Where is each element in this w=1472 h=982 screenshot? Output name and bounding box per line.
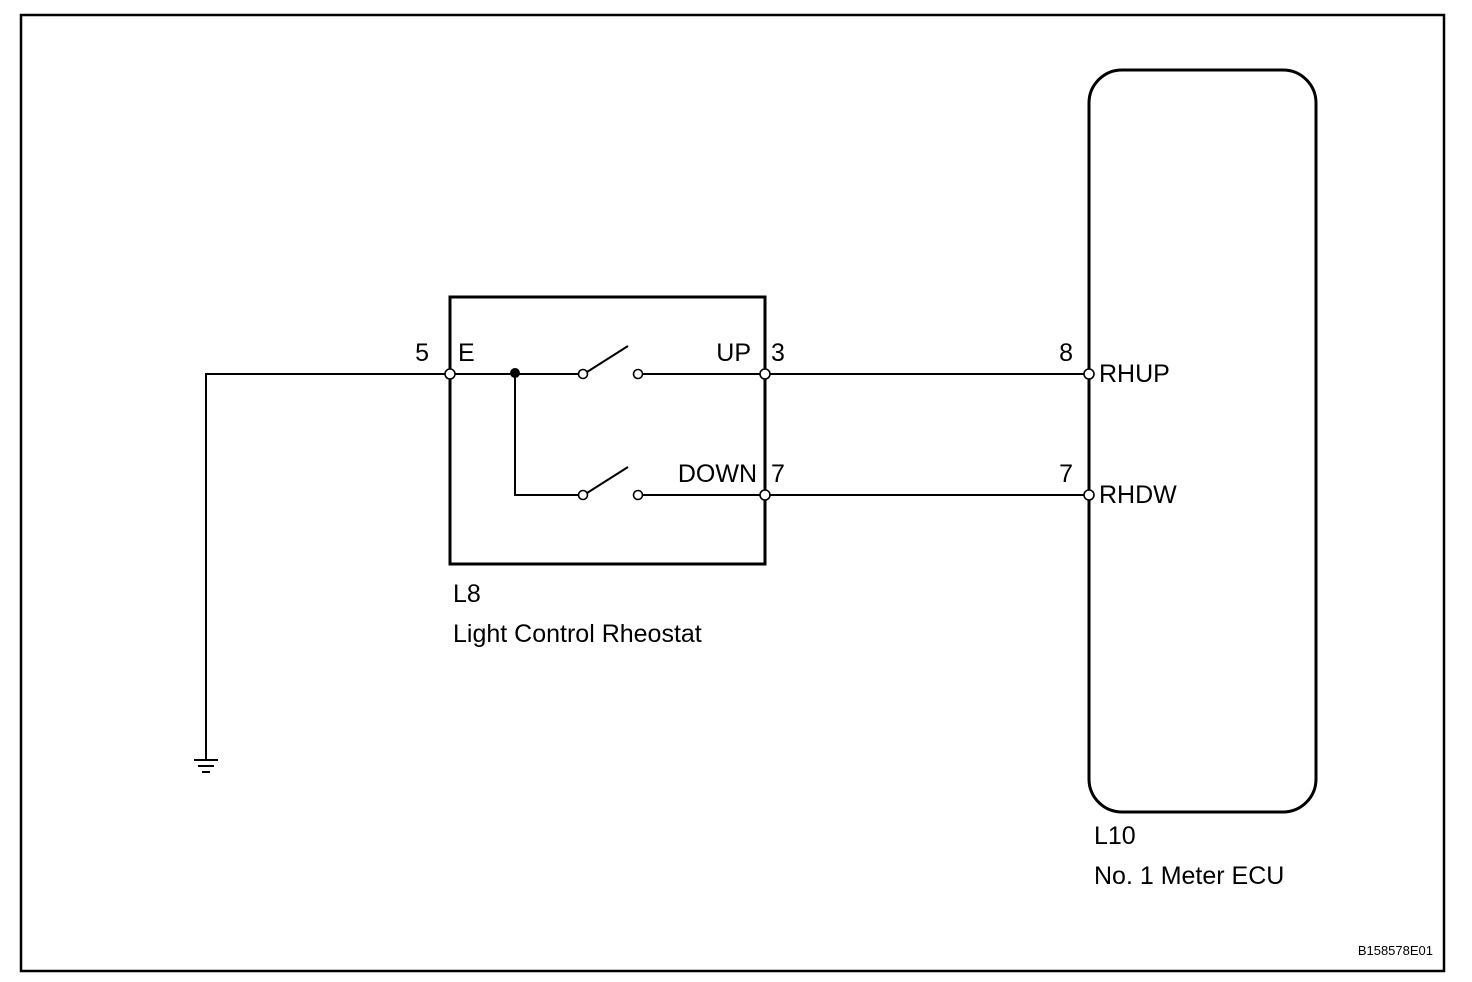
pin-name-up: UP [716, 339, 751, 367]
pin-name-rhup: RHUP [1099, 360, 1170, 388]
pin-name-down: DOWN [678, 460, 757, 488]
figure-code: B158578E01 [1358, 943, 1433, 958]
pin-number-down: 7 [771, 460, 785, 488]
pin-number-e: 5 [415, 339, 429, 367]
ground-icon [194, 759, 218, 773]
junction-dot [510, 368, 520, 378]
pin-number-rhup: 8 [1059, 339, 1073, 367]
ecu-connector-code: L10 [1094, 822, 1136, 850]
rheostat-box [448, 295, 767, 566]
terminal-up [759, 368, 771, 380]
pin-number-up: 3 [771, 339, 785, 367]
pin-name-rhdw: RHDW [1099, 481, 1177, 509]
rheostat-name: Light Control Rheostat [453, 620, 702, 648]
pin-name-e: E [458, 339, 475, 367]
rheostat-connector-code: L8 [453, 580, 481, 608]
ground-wire [205, 373, 450, 760]
ecu-box [1087, 68, 1318, 814]
down-branch-wire [514, 374, 583, 496]
pin-number-rhdw: 7 [1059, 460, 1073, 488]
terminal-e [444, 368, 456, 380]
up-switch-icon [577, 345, 644, 380]
down-switch-icon [577, 466, 644, 501]
terminal-down [759, 489, 771, 501]
diagram-frame [19, 13, 1446, 973]
terminal-rhdw [1083, 489, 1095, 501]
ecu-name: No. 1 Meter ECU [1094, 862, 1284, 890]
terminal-rhup [1083, 368, 1095, 380]
